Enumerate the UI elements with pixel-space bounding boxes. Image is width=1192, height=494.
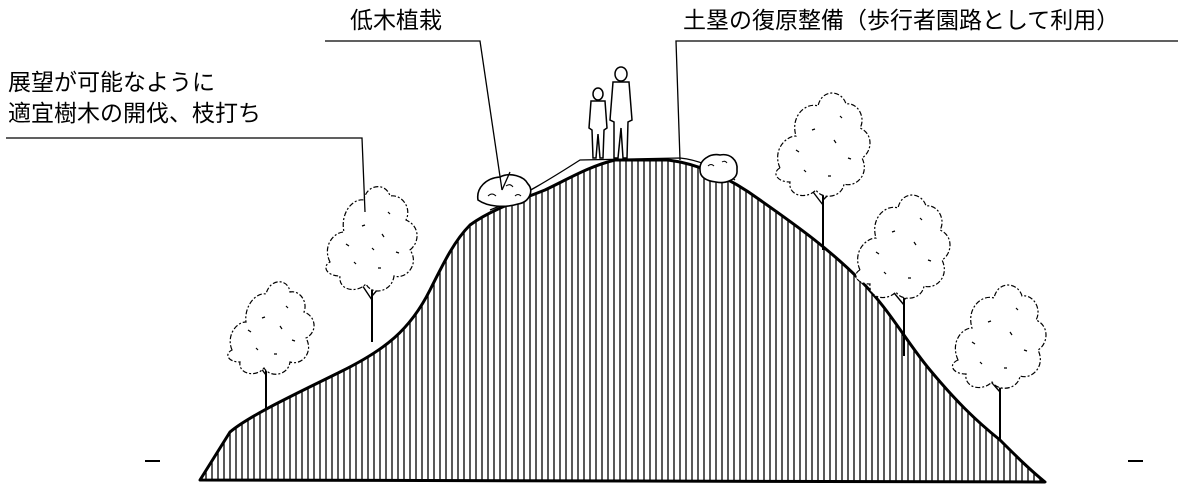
standing-people-icon (588, 66, 633, 159)
deciduous-tree-icon (855, 194, 951, 356)
shrub-icon (699, 153, 738, 184)
leader-mound-restoration (675, 40, 1178, 161)
deciduous-tree-icon (951, 284, 1047, 440)
deciduous-tree-icon (325, 186, 418, 342)
label-mound-restoration: 土塁の復原整備（歩行者園路として利用） (683, 8, 1120, 34)
deciduous-tree-icon (227, 281, 315, 410)
deciduous-tree-icon (775, 92, 871, 250)
label-view-thinning-line1: 展望が可能なように (8, 70, 215, 96)
leader-shrub-planting (325, 40, 503, 191)
shrub-icon (476, 174, 532, 208)
label-shrub-planting: 低木植栽 (350, 8, 442, 34)
label-view-thinning-line2: 適宜樹木の開伐、枝打ち (8, 101, 261, 127)
earth-mound (198, 158, 1047, 484)
leader-view-thinning (6, 137, 366, 213)
